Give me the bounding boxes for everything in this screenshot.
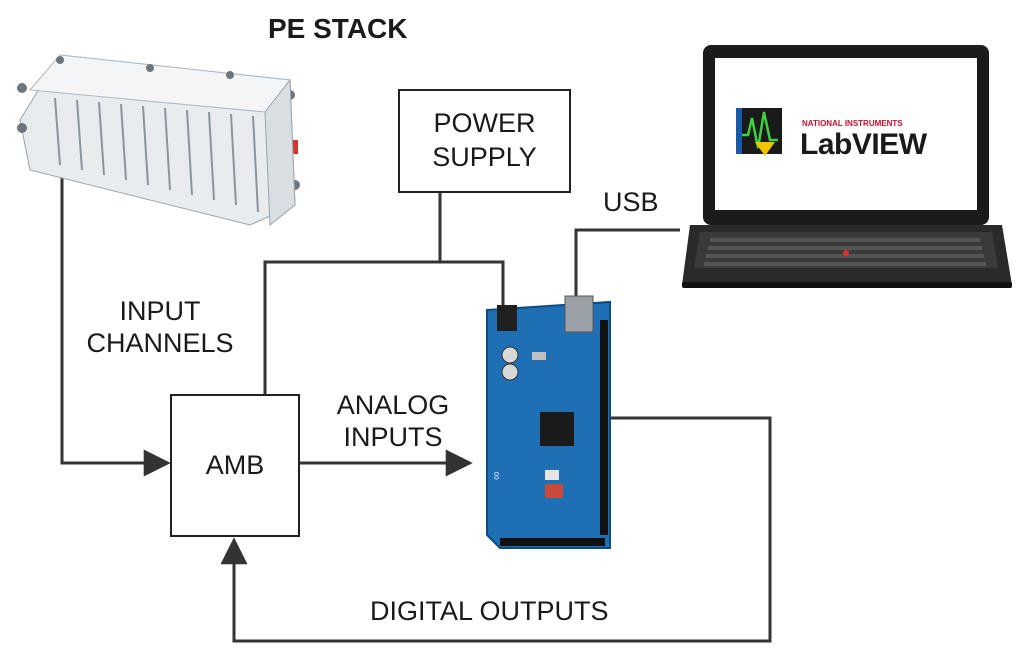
amb-label: AMB — [205, 449, 265, 480]
input-channels-line — [60, 168, 171, 477]
labview-maker-text: NATIONAL INSTRUMENTS — [802, 119, 903, 128]
power-supply-label-line2: SUPPLY — [432, 142, 537, 172]
analog-inputs-line1: ANALOG — [336, 390, 450, 420]
input-channels-line1: INPUT — [119, 296, 201, 326]
laptop-image — [682, 45, 1012, 288]
input-channels-line2: CHANNELS — [86, 327, 234, 358]
analog-inputs-line2: INPUTS — [343, 421, 443, 452]
usb-line — [574, 228, 680, 298]
power-supply-label-line1: POWER — [433, 108, 536, 139]
amb-box: AMB — [170, 394, 300, 537]
analog-inputs-label: ANALOG INPUTS — [318, 390, 468, 454]
pe-stack-image — [17, 54, 300, 227]
svg-text:∞: ∞ — [489, 471, 503, 480]
labview-logo — [736, 108, 782, 156]
power-supply-box: POWER SUPPLY — [398, 89, 571, 193]
labview-product-text: LabVIEW — [800, 128, 927, 161]
pe-stack-label: PE STACK — [268, 13, 408, 44]
digital-outputs-label: DIGITAL OUTPUTS — [370, 596, 609, 626]
power-to-amb-line — [263, 260, 440, 395]
usb-label: USB — [603, 187, 659, 217]
arduino-board-image: ∞ — [486, 295, 611, 549]
digital-outputs-line — [220, 416, 772, 643]
power-supply-line — [438, 192, 505, 305]
input-channels-label: INPUT CHANNELS — [70, 296, 250, 360]
